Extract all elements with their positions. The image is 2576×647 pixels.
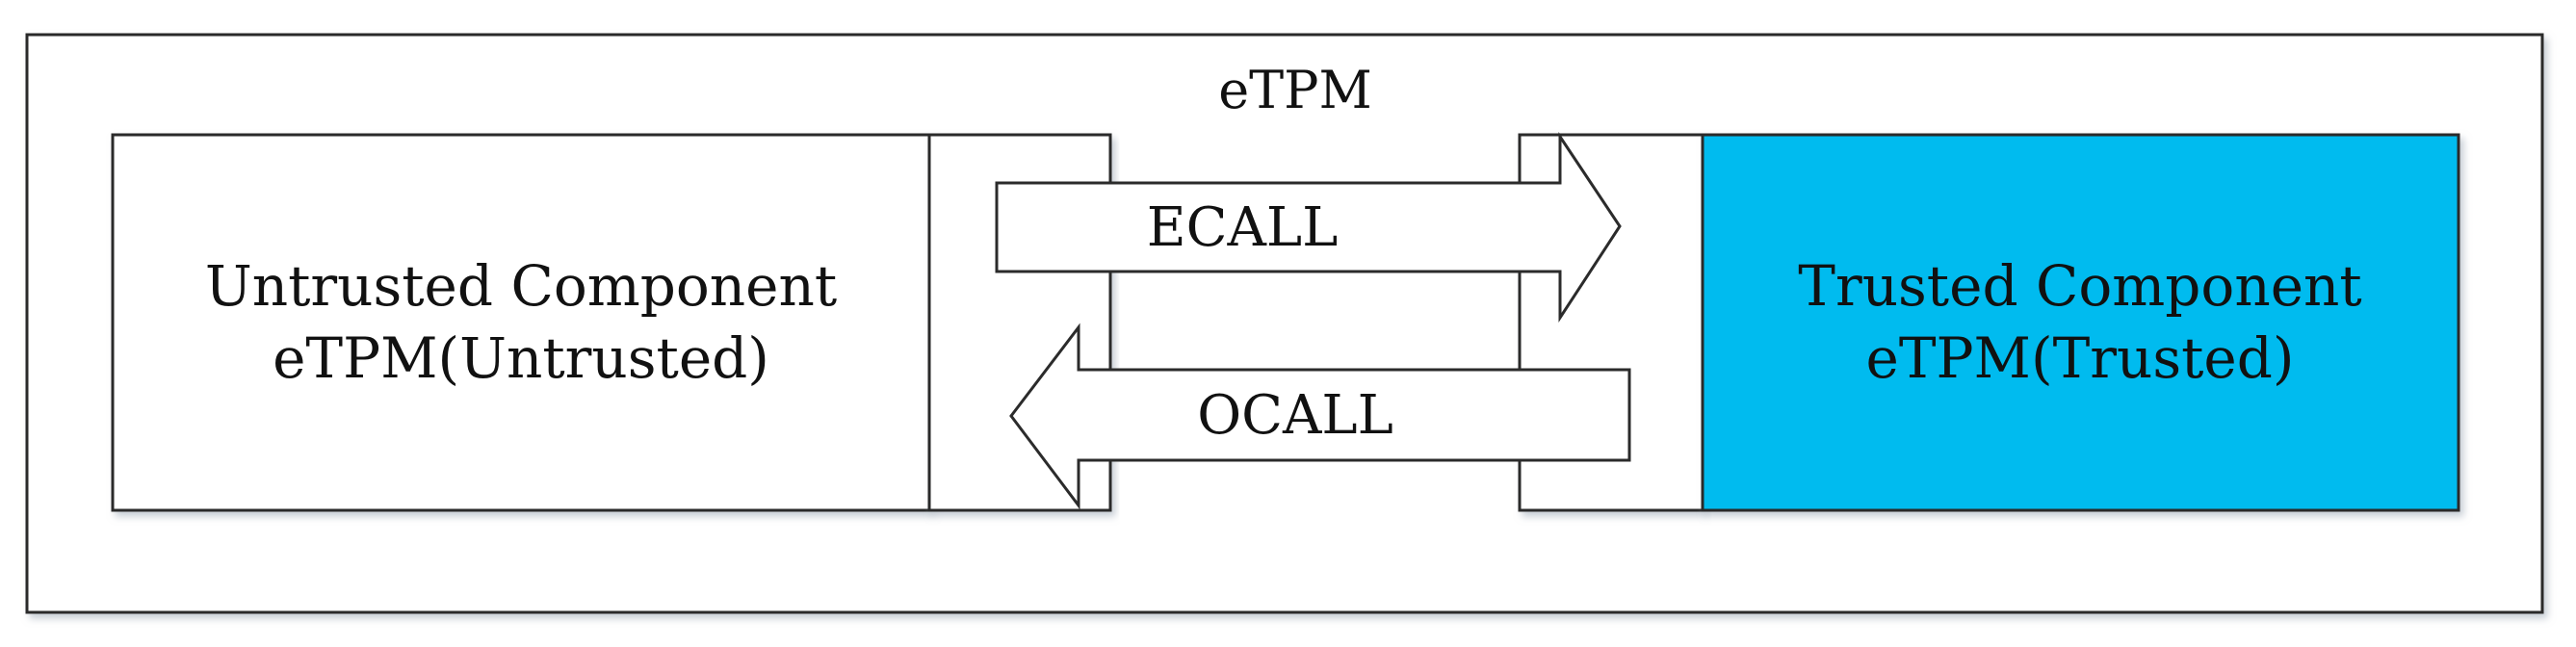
trusted-component-title: Trusted Component bbox=[1798, 253, 2361, 319]
untrusted-component-title: Untrusted Component bbox=[205, 253, 837, 319]
ocall-arrow bbox=[1009, 323, 1631, 510]
trusted-component-box bbox=[1701, 133, 2460, 512]
ecall-label: ECALL bbox=[1147, 196, 1339, 259]
ocall-label: OCALL bbox=[1197, 384, 1393, 447]
trusted-component-subtitle: eTPM(Trusted) bbox=[1866, 325, 2295, 391]
ecall-arrow bbox=[995, 132, 1622, 324]
untrusted-component-subtitle: eTPM(Untrusted) bbox=[273, 325, 769, 391]
container-title: eTPM bbox=[1218, 60, 1372, 120]
untrusted-component-box bbox=[111, 133, 931, 512]
